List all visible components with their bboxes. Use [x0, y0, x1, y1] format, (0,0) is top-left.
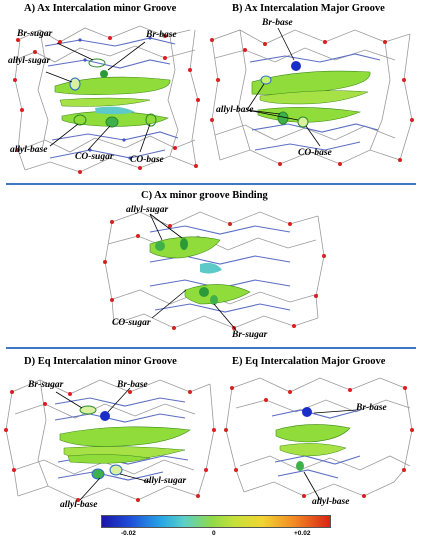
- panel-a-label-co-base: CO-base: [130, 155, 164, 165]
- panel-b-label-allyl-base: allyl-base: [216, 105, 254, 115]
- color-scale-bar: [101, 515, 331, 528]
- panel-a-label-br-base: Br-base: [146, 30, 177, 40]
- panel-d-label-br-base: Br-base: [117, 380, 148, 390]
- panel-a-title: A) Ax Intercalation minor Groove: [24, 3, 177, 14]
- panel-e-molecule: [224, 377, 414, 501]
- panel-c-label-co-sugar: CO-sugar: [112, 318, 151, 328]
- panel-a-label-br-sugar: Br-sugar: [17, 29, 53, 39]
- divider-bottom: [6, 347, 416, 349]
- panel-b-label-co-base: CO-base: [298, 148, 332, 158]
- panel-d-label-allyl-sugar: allyl-sugar: [144, 476, 187, 486]
- color-scale-mid-label: 0: [212, 530, 216, 537]
- panel-c-label-br-sugar: Br-sugar: [232, 330, 268, 340]
- panel-d-title: D) Eq Intercalation minor Groove: [24, 356, 177, 367]
- panel-b-label-br-base: Br-base: [262, 18, 293, 28]
- panel-a-molecule: [13, 25, 200, 174]
- panel-c-molecule: [103, 211, 326, 331]
- panel-c-title: C) Ax minor groove Binding: [141, 190, 268, 201]
- panel-d-label-allyl-base: allyl-base: [60, 500, 98, 510]
- panel-a-label-allyl-base: allyl-base: [10, 145, 48, 155]
- panel-b-title: B) Ax Intercalation Major Groove: [232, 3, 385, 14]
- panel-d-molecule: [4, 379, 216, 502]
- divider-top: [6, 183, 416, 185]
- panel-e-label-allyl-base: allyl-base: [312, 497, 350, 507]
- color-scale-min-label: -0.02: [121, 530, 136, 537]
- panel-e-label-br-base: Br-base: [356, 403, 387, 413]
- panel-e-title: E) Eq Intercalation Major Groove: [232, 356, 386, 367]
- panel-a-label-co-sugar: CO-sugar: [75, 152, 114, 162]
- panel-b-molecule: [210, 27, 414, 166]
- panel-d-label-br-sugar: Br-sugar: [28, 380, 64, 390]
- color-scale-max-label: +0.02: [294, 530, 311, 537]
- panel-c-label-allyl-sugar: allyl-sugar: [126, 205, 169, 215]
- panel-a-label-allyl-sugar: allyl-sugar: [8, 56, 51, 66]
